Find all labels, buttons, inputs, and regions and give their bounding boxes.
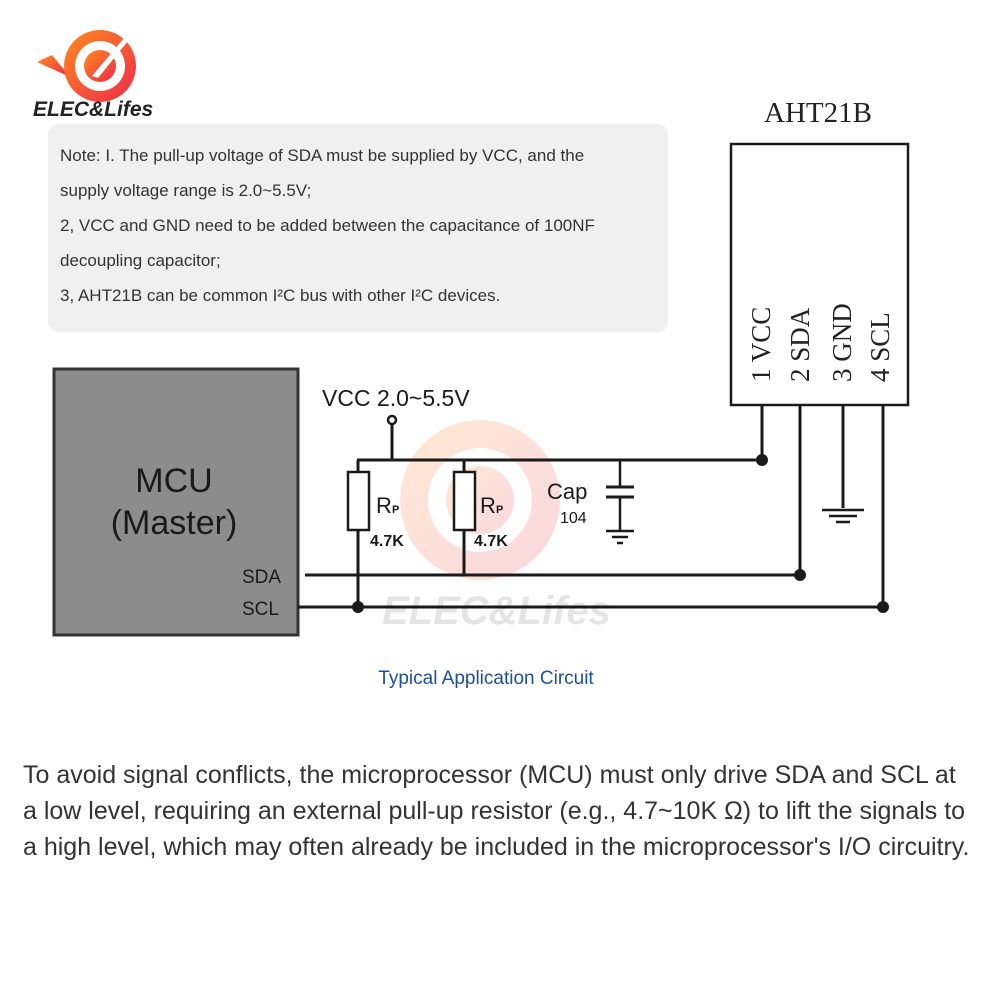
note-line: supply voltage range is 2.0~5.5V; bbox=[60, 181, 312, 200]
brand-name: ELEC&Lifes bbox=[33, 98, 154, 121]
note-line: 2, VCC and GND need to be added between … bbox=[60, 216, 595, 235]
note-line: decoupling capacitor; bbox=[60, 251, 221, 270]
note-line: 3, AHT21B can be common I²C bus with oth… bbox=[60, 286, 501, 305]
diagram-caption: Typical Application Circuit bbox=[378, 668, 594, 689]
description-paragraph: To avoid signal conflicts, the microproc… bbox=[23, 761, 970, 861]
note-box: Note: I. The pull-up voltage of SDA must… bbox=[48, 124, 668, 332]
brand-logo-icon bbox=[37, 30, 136, 102]
note-line: Note: I. The pull-up voltage of SDA must… bbox=[60, 146, 585, 165]
watermark-logo bbox=[400, 420, 560, 580]
